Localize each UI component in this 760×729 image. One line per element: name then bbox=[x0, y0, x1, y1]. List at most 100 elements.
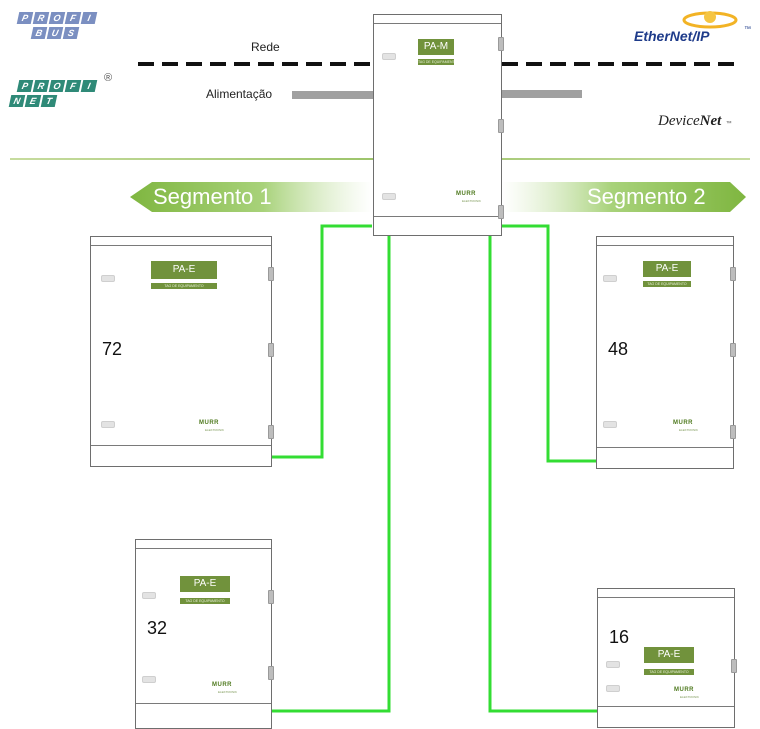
murr-logo-sub: ELEKTRONIK bbox=[679, 428, 699, 432]
power-bar bbox=[292, 91, 374, 99]
power-bar-right bbox=[500, 90, 582, 98]
link-master-to-32 bbox=[272, 236, 391, 713]
cabinet-top-rail bbox=[136, 540, 271, 549]
cabinet-base bbox=[374, 216, 501, 235]
devicenet-tm: ™ bbox=[725, 121, 732, 127]
network-legend-label: Rede bbox=[251, 40, 280, 54]
profinet-letter: O bbox=[48, 80, 66, 92]
latch-icon bbox=[142, 592, 156, 599]
link-master-to-72 bbox=[272, 224, 372, 459]
segment-2-arrow bbox=[502, 182, 746, 212]
devicenet-text-a: Device bbox=[658, 113, 700, 129]
device-count: 72 bbox=[102, 339, 123, 359]
master-label: PA-M bbox=[418, 39, 454, 55]
ethernet-swoosh-icon bbox=[682, 11, 738, 29]
latch-icon bbox=[606, 685, 620, 692]
latch-icon bbox=[101, 421, 115, 428]
extension-cabinet-32[interactable]: PA-E TAG DE EQUIPAMENTO 32 MURR ELEKTRON… bbox=[135, 539, 274, 729]
extension-label: PA-E bbox=[180, 576, 230, 592]
profibus-letter: F bbox=[64, 12, 82, 24]
latch-icon bbox=[142, 676, 156, 683]
profibus-letter: O bbox=[48, 12, 66, 24]
master-cabinet[interactable]: PA-M TAG DE EQUIPAMENTO MURR ELEKTRONIK bbox=[373, 14, 504, 236]
ethernet-ip-text: EtherNet/IP bbox=[634, 28, 710, 44]
link-master-to-16 bbox=[488, 236, 597, 713]
ethernet-ip-logo: EtherNet/IP ™ bbox=[634, 8, 754, 48]
extension-cabinet-72[interactable]: PA-E TAG DE EQUIPAMENTO 72 MURR ELEKTRON… bbox=[90, 236, 274, 467]
latch-icon bbox=[603, 421, 617, 428]
profinet-letter: P bbox=[16, 80, 34, 92]
registered-mark: ® bbox=[104, 72, 113, 84]
profibus-letter: P bbox=[16, 12, 34, 24]
segment-1-label: Segmento 1 bbox=[153, 184, 272, 209]
hinge-icon bbox=[730, 425, 736, 439]
extension-label: PA-E bbox=[644, 647, 694, 663]
profibus-letter: S bbox=[62, 27, 80, 39]
profinet-letter: E bbox=[24, 95, 42, 107]
murr-logo-sub: ELEKTRONIK bbox=[680, 695, 700, 699]
link-master-to-48 bbox=[502, 224, 596, 463]
latch-icon bbox=[382, 193, 396, 200]
extension-cabinet-16[interactable]: PA-E TAG DE EQUIPAMENTO 16 MURR ELEKTRON… bbox=[597, 588, 737, 728]
extension-tag: TAG DE EQUIPAMENTO bbox=[151, 283, 217, 289]
extension-label: PA-E bbox=[643, 261, 691, 277]
profinet-letter: I bbox=[80, 80, 98, 92]
device-count: 48 bbox=[608, 339, 629, 359]
hinge-icon bbox=[268, 666, 274, 680]
hinge-icon bbox=[498, 119, 504, 133]
segment-1-arrow bbox=[130, 182, 372, 212]
latch-icon bbox=[603, 275, 617, 282]
murr-logo: MURR bbox=[212, 682, 232, 688]
latch-icon bbox=[606, 661, 620, 668]
cabinet-base bbox=[136, 703, 271, 728]
cabinet-base bbox=[597, 447, 733, 468]
devicenet-logo: DeviceNet ™ bbox=[658, 112, 732, 130]
profibus-letter: U bbox=[46, 27, 64, 39]
extension-tag: TAG DE EQUIPAMENTO bbox=[644, 669, 694, 675]
extension-label: PA-E bbox=[151, 261, 217, 279]
profibus-logo: P R O F I B U S bbox=[16, 12, 98, 39]
murr-logo: MURR bbox=[456, 191, 476, 197]
extension-cabinet-48[interactable]: PA-E TAG DE EQUIPAMENTO 48 MURR ELEKTRON… bbox=[596, 236, 736, 469]
device-count: 32 bbox=[147, 618, 168, 638]
hinge-icon bbox=[731, 659, 737, 673]
murr-logo-sub: ELEKTRONIK bbox=[205, 428, 225, 432]
cabinet-top-rail bbox=[374, 15, 501, 24]
profibus-letter: I bbox=[80, 12, 98, 24]
profinet-logo: P R O F I N E T ® bbox=[8, 72, 112, 107]
cabinet-top-rail bbox=[598, 589, 734, 598]
segment-2-label: Segmento 2 bbox=[587, 184, 706, 209]
latch-icon bbox=[101, 275, 115, 282]
murr-logo-sub: ELEKTRONIK bbox=[462, 199, 482, 203]
power-legend-label: Alimentação bbox=[206, 87, 273, 101]
profinet-letter: N bbox=[8, 95, 26, 107]
device-count: 16 bbox=[609, 627, 630, 647]
murr-logo-sub: ELEKTRONIK bbox=[218, 690, 238, 694]
murr-logo: MURR bbox=[199, 420, 219, 426]
cabinet-base bbox=[598, 706, 734, 727]
profinet-letter: R bbox=[32, 80, 50, 92]
extension-tag: TAG DE EQUIPAMENTO bbox=[643, 281, 691, 287]
ethernet-ip-tm: ™ bbox=[744, 26, 751, 33]
murr-logo: MURR bbox=[674, 687, 694, 693]
hinge-icon bbox=[498, 205, 504, 219]
hinge-icon bbox=[498, 37, 504, 51]
hinge-icon bbox=[268, 425, 274, 439]
hinge-icon bbox=[268, 267, 274, 281]
profinet-letter: F bbox=[64, 80, 82, 92]
master-tag: TAG DE EQUIPAMENTO bbox=[418, 59, 454, 65]
profibus-letter: R bbox=[32, 12, 50, 24]
profinet-letter: T bbox=[40, 95, 58, 107]
hinge-icon bbox=[268, 590, 274, 604]
cabinet-top-rail bbox=[597, 237, 733, 246]
profibus-letter: B bbox=[30, 27, 48, 39]
cabinet-base bbox=[91, 445, 271, 466]
hinge-icon bbox=[268, 343, 274, 357]
murr-logo: MURR bbox=[673, 420, 693, 426]
latch-icon bbox=[382, 53, 396, 60]
devicenet-text-b: Net bbox=[699, 113, 722, 129]
hinge-icon bbox=[730, 343, 736, 357]
cabinet-top-rail bbox=[91, 237, 271, 246]
hinge-icon bbox=[730, 267, 736, 281]
extension-tag: TAG DE EQUIPAMENTO bbox=[180, 598, 230, 604]
